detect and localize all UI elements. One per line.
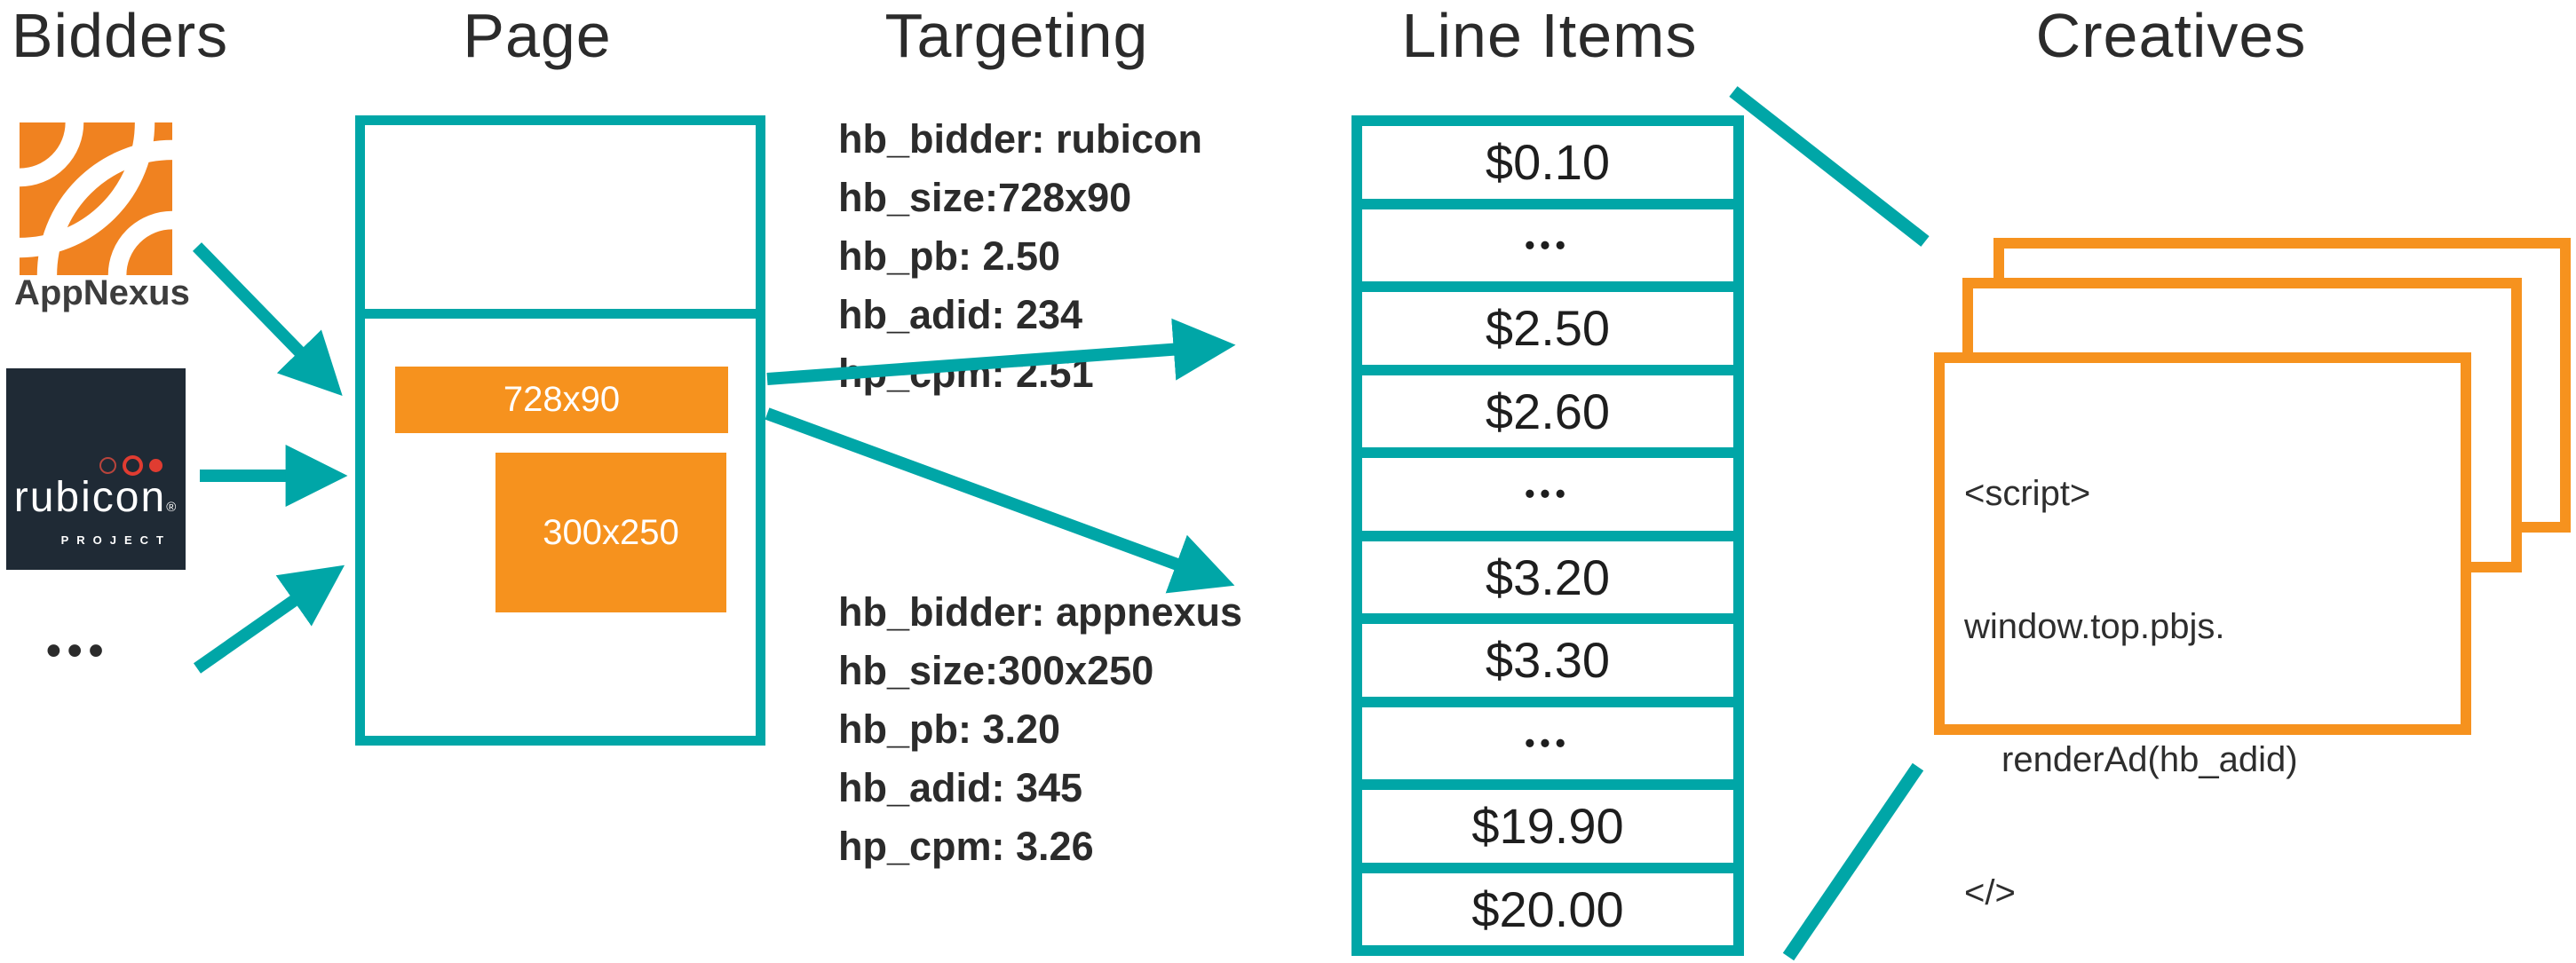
code-line: renderAd(hb_adid) <box>2001 740 2298 779</box>
targeting-line: hb_adid: 345 <box>838 765 1083 810</box>
appnexus-label: AppNexus <box>14 273 190 312</box>
targeting-line: hb_bidder: rubicon <box>838 116 1202 162</box>
targeting-line: hb_pb: 2.50 <box>838 233 1061 279</box>
rubicon-dot-outline <box>99 457 116 474</box>
line-item-row: $20.00 <box>1362 872 1733 945</box>
rubicon-project-label: PROJECT <box>60 533 171 547</box>
arrow-page-to-line-item-320 <box>765 407 1235 594</box>
creative-code-snippet: <script> window.top.pbjs. renderAd(hb_ad… <box>1964 383 2298 963</box>
line-item-row-ellipsis: ••• <box>1362 209 1733 281</box>
connector-line-items-to-creatives-top <box>1729 86 1930 247</box>
targeting-line: hb_adid: 234 <box>838 292 1083 337</box>
targeting-line: hb_bidder: appnexus <box>838 589 1243 635</box>
rubicon-dot-solid <box>149 459 162 472</box>
arrow-appnexus-to-page <box>192 242 343 397</box>
more-bidders-ellipsis: ••• <box>46 628 110 675</box>
targeting-line: hb_size:728x90 <box>838 175 1132 220</box>
rubicon-logo: rubicon® PROJECT <box>6 368 186 570</box>
creative-card-front: <script> window.top.pbjs. renderAd(hb_ad… <box>1934 352 2471 912</box>
header-line-items: Line Items <box>1401 1 1698 70</box>
arrow-more-bidders-to-page <box>193 564 345 674</box>
rubicon-registered-mark: ® <box>166 500 178 515</box>
targeting-line: hp_cpm: 2.51 <box>838 351 1094 396</box>
rubicon-wordmark: rubicon® <box>6 473 186 522</box>
code-line: <script> <box>1964 474 2091 513</box>
targeting-block-appnexus: hb_bidder: appnexus hb_size:300x250 hb_p… <box>838 583 1300 876</box>
line-item-row-ellipsis: ••• <box>1362 706 1733 779</box>
header-targeting: Targeting <box>884 1 1149 70</box>
ad-slot-300x250: 300x250 <box>495 453 726 612</box>
line-item-row: $0.10 <box>1362 126 1733 199</box>
targeting-line: hb_size:300x250 <box>838 648 1154 693</box>
appnexus-logo-icon <box>19 122 173 276</box>
line-item-row-ellipsis: ••• <box>1362 458 1733 531</box>
line-item-row: $2.60 <box>1362 375 1733 447</box>
targeting-line: hp_cpm: 3.26 <box>838 824 1094 869</box>
code-line: window.top.pbjs. <box>1964 607 2225 646</box>
line-item-row: $19.90 <box>1362 790 1733 863</box>
header-bidders: Bidders <box>11 1 229 70</box>
ad-slot-728x90: 728x90 <box>395 367 728 433</box>
rubicon-dot-ring <box>123 455 143 476</box>
targeting-block-rubicon: hb_bidder: rubicon hb_size:728x90 hb_pb:… <box>838 110 1300 403</box>
appnexus-logo-art <box>19 122 173 276</box>
targeting-line: hb_pb: 3.20 <box>838 706 1061 752</box>
connector-line-items-to-creatives-bottom <box>1782 762 1924 961</box>
rubicon-word: rubicon <box>13 474 167 521</box>
page-box: 728x90 300x250 <box>355 115 765 746</box>
header-creatives: Creatives <box>2035 1 2307 70</box>
page-header-divider <box>355 309 765 319</box>
line-item-row: $3.20 <box>1362 541 1733 613</box>
line-item-row: $2.50 <box>1362 292 1733 365</box>
code-line: </> <box>1964 873 2016 912</box>
rubicon-dots-icon <box>99 455 162 476</box>
line-item-row: $3.30 <box>1362 624 1733 697</box>
header-page: Page <box>463 1 612 70</box>
line-items-table: $0.10 ••• $2.50 $2.60 ••• $3.20 $3.30 ••… <box>1351 115 1744 956</box>
